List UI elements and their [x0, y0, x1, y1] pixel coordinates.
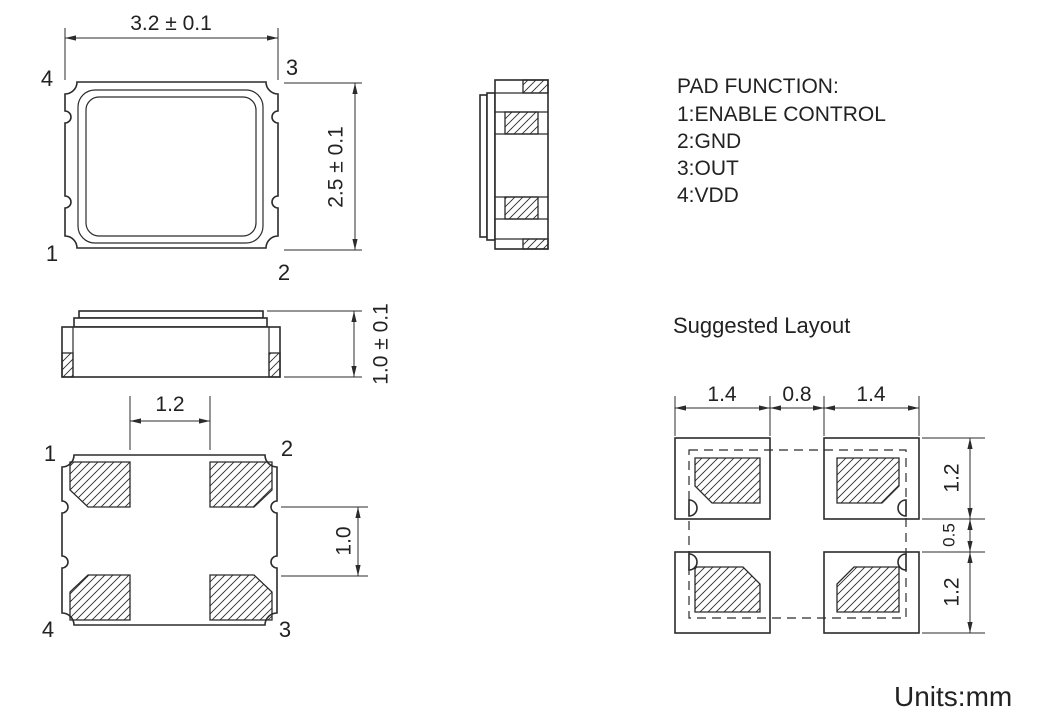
suggested-layout: Suggested Layout 1.4 0.8 1.4 1.2	[673, 313, 985, 634]
side-view: 1.0 ± 0.1	[61, 303, 393, 385]
layout-pad-hatch-top-left	[694, 457, 761, 504]
layout-dim-pad-height-bottom: 1.2	[941, 577, 964, 606]
bottom-view-pin-3: 3	[279, 617, 291, 642]
bottom-view-gap-dim: 1.2	[155, 393, 184, 416]
castellation-arc	[688, 499, 698, 517]
bottom-view-pin-2: 2	[281, 436, 293, 461]
pad-function-item-3: 3:OUT	[677, 157, 739, 180]
top-view-height-dim: 2.5 ± 0.1	[325, 126, 348, 208]
land-pad-top-left	[674, 437, 771, 520]
top-view-pin-3: 3	[286, 55, 298, 80]
end-view-body	[494, 79, 549, 250]
castellation-arc	[688, 553, 698, 571]
side-view-right-pad-hatch	[268, 352, 281, 378]
pad-function-legend: PAD FUNCTION: 1:ENABLE CONTROL 2:GND 3:O…	[677, 75, 886, 207]
end-view-pad-hatch	[504, 196, 539, 220]
bottom-view: 1.2 1.0 1 2 4 3	[42, 393, 368, 642]
top-view-pin-2: 2	[278, 260, 290, 285]
layout-dim-pad-height-top: 1.2	[941, 463, 964, 492]
top-view-body-outline	[64, 81, 279, 249]
pad-function-item-1: 1:ENABLE CONTROL	[677, 103, 886, 126]
layout-dim-pad-width-left: 1.4	[707, 383, 737, 406]
side-view-lid-top	[78, 310, 264, 319]
land-pad-top-right	[823, 437, 920, 520]
suggested-layout-title: Suggested Layout	[673, 313, 850, 338]
layout-dim-pad-width-right: 1.4	[856, 383, 886, 406]
bottom-view-pad-1	[69, 461, 131, 508]
end-view-top-castellation-hatch	[522, 79, 549, 94]
bottom-view-vgap-dim: 1.0	[333, 526, 356, 555]
layout-pad-hatch-bottom-right	[836, 566, 900, 613]
bottom-view-pin-4: 4	[42, 617, 54, 642]
side-view-left-pad-hatch	[61, 352, 74, 378]
top-view-pin-1: 1	[46, 241, 58, 266]
pad-function-item-4: 4:VDD	[677, 184, 739, 207]
bottom-view-pad-4	[69, 574, 131, 621]
pad-function-item-2: 2:GND	[677, 130, 741, 153]
bottom-view-pin-1: 1	[44, 441, 56, 466]
layout-dim-gap-v: 0.5	[939, 523, 958, 547]
component-outline-dashed	[688, 449, 907, 619]
units-label: Units:mm	[894, 681, 1012, 712]
layout-pad-hatch-bottom-left	[694, 566, 761, 613]
side-view-body	[61, 326, 281, 378]
pad-function-title: PAD FUNCTION:	[677, 75, 839, 98]
side-view-lid-base	[73, 317, 268, 328]
land-pad-bottom-left	[674, 551, 771, 634]
side-view-height-dim: 1.0 ± 0.1	[370, 303, 393, 385]
top-view-cavity-edge	[85, 96, 257, 237]
top-view-pin-4: 4	[41, 66, 53, 91]
top-view: 3.2 ± 0.1 2.5 ± 0.1 4 3 1 2	[41, 12, 362, 285]
bottom-view-pad-2	[209, 461, 273, 508]
land-pad-bottom-right	[823, 551, 920, 634]
end-view-lid-strip-inner	[486, 92, 496, 241]
layout-pad-hatch-top-right	[836, 457, 900, 504]
bottom-view-pad-3	[209, 574, 273, 621]
top-view-width-dim: 3.2 ± 0.1	[130, 12, 212, 35]
layout-dim-gap-h: 0.8	[782, 383, 811, 406]
castellation-arc	[897, 499, 907, 517]
top-view-lid-edge	[77, 89, 264, 244]
end-view	[479, 79, 549, 250]
castellation-arc	[897, 553, 907, 571]
bottom-view-body-outline	[61, 454, 278, 626]
end-view-lid-strip-outer	[479, 94, 488, 238]
end-view-bottom-castellation-hatch	[522, 238, 549, 250]
end-view-pad-hatch	[504, 111, 539, 135]
